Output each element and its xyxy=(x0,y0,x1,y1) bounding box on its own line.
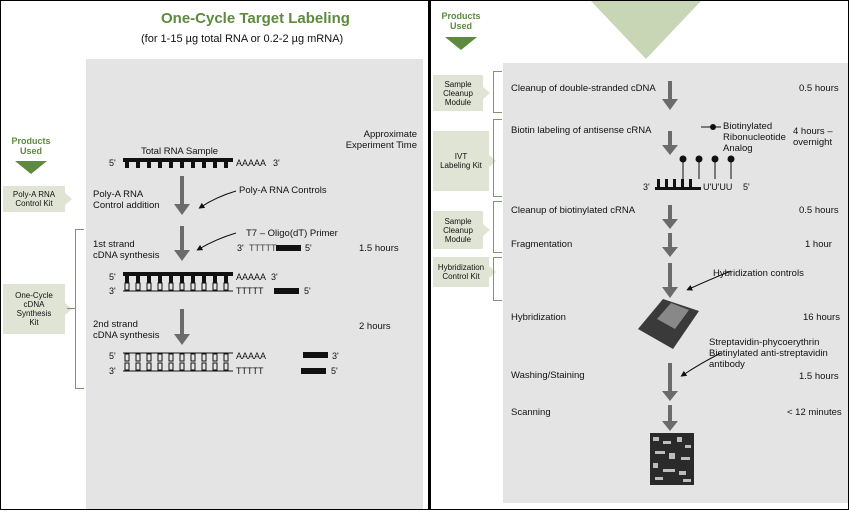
dup1-three-bottom: 3' xyxy=(109,286,116,296)
step-polya-addition: Poly-A RNA Control addition xyxy=(93,189,160,211)
tag-sample-cleanup-1: Sample Cleanup Module xyxy=(433,75,490,111)
tag-sample-cleanup-2: Sample Cleanup Module xyxy=(433,211,490,249)
annotation-primer: T7 – Oligo(dT) Primer xyxy=(246,228,338,239)
step-washing-staining: Washing/Staining xyxy=(511,370,585,381)
annotation-hyb-controls: Hybridization controls xyxy=(713,268,804,279)
step-first-strand: 1st strand cDNA synthesis xyxy=(93,239,160,261)
bracket-cleanup-1 xyxy=(493,71,502,113)
right-products-triangle-icon xyxy=(445,37,477,50)
annotation-biotin-analog: Biotinylated Ribonucleotide Analog xyxy=(723,121,786,154)
right-products-used: Products Used xyxy=(441,11,481,31)
bracket-hyb xyxy=(493,257,502,301)
time-biotin-labeling: 4 hours – overnight xyxy=(793,126,833,148)
time-cleanup-ds-cdna: 0.5 hours xyxy=(799,83,839,94)
primer-polyt: TTTTT xyxy=(249,243,277,253)
rna-five-prime: 5' xyxy=(109,158,116,168)
dup1-polya: AAAAA xyxy=(236,272,267,282)
time-first-strand: 1.5 hours xyxy=(359,243,399,254)
tag-one-cycle-cdna-kit: One-Cycle cDNA Synthesis Kit xyxy=(3,284,72,334)
left-panel: One-Cycle Target Labeling (for 1-15 µg t… xyxy=(0,0,429,510)
primer-five: 5' xyxy=(305,243,312,253)
bracket-one-cycle xyxy=(75,229,84,389)
crna-three: 3' xyxy=(643,182,650,192)
tag-ivt-labeling-kit: IVT Labeling Kit xyxy=(433,131,496,191)
right-flow-arrows xyxy=(662,81,678,431)
time-second-strand: 2 hours xyxy=(359,321,391,332)
step-cleanup-ds-cdna: Cleanup of double-stranded cDNA xyxy=(511,83,656,94)
dup1-five: 5' xyxy=(109,272,116,282)
right-panel: Products Used Sample Cleanup Module IVT … xyxy=(429,0,849,510)
dup2-polya: AAAAA xyxy=(236,351,267,361)
primer-three: 3' xyxy=(237,243,244,253)
time-header: Approximate Experiment Time xyxy=(345,129,417,151)
step-fragmentation: Fragmentation xyxy=(511,239,573,250)
rna-three-prime: 3' xyxy=(273,158,280,168)
left-products-used: Products Used xyxy=(11,136,51,156)
scan-image-icon xyxy=(650,433,694,485)
first-strand-duplex xyxy=(123,272,299,294)
dup2-five-bottom: 5' xyxy=(331,366,338,376)
dup1-polyt: TTTTT xyxy=(236,286,264,296)
dup2-five: 5' xyxy=(109,351,116,361)
step-cleanup-crna: Cleanup of biotinylated cRNA xyxy=(511,205,636,216)
bracket-cleanup-2 xyxy=(493,201,502,253)
bracket-ivt xyxy=(493,119,502,197)
dup2-polyt: TTTTT xyxy=(236,366,264,376)
left-subtitle: (for 1-15 µg total RNA or 0.2-2 µg mRNA) xyxy=(141,33,344,45)
biotin-crna-strand xyxy=(655,124,735,190)
annotation-polya-controls: Poly-A RNA Controls xyxy=(239,185,327,196)
tag-hybridization-control-kit: Hybridization Control Kit xyxy=(433,257,496,287)
right-gray-area xyxy=(503,63,848,503)
dup1-three-top: 3' xyxy=(271,272,278,282)
time-scanning: < 12 minutes xyxy=(787,407,842,418)
second-strand-duplex xyxy=(123,352,328,374)
big-flow-arrow-icon xyxy=(591,1,701,59)
crna-five: 5' xyxy=(743,182,750,192)
step-scanning: Scanning xyxy=(511,407,551,418)
dup2-three-top: 3' xyxy=(332,351,339,361)
left-products-triangle-icon xyxy=(15,161,47,174)
dup2-three-bottom: 3' xyxy=(109,366,116,376)
left-title: One-Cycle Target Labeling xyxy=(161,10,350,27)
left-flow-arrows xyxy=(174,176,190,345)
left-diagram-svg xyxy=(123,158,328,374)
rna-polya: AAAAA xyxy=(236,158,267,168)
step-biotin-labeling: Biotin labeling of antisense cRNA xyxy=(511,125,652,136)
total-rna-strand xyxy=(123,158,233,168)
annotation-streptavidin: Streptavidin-phycoerythrin Biotinylated … xyxy=(709,337,828,370)
dup1-five-bottom: 5' xyxy=(304,286,311,296)
right-diagram-svg xyxy=(638,81,735,485)
time-fragmentation: 1 hour xyxy=(805,239,832,250)
step-second-strand: 2nd strand cDNA synthesis xyxy=(93,319,160,341)
genechip-cartridge-icon xyxy=(638,299,699,349)
step-hybridization: Hybridization xyxy=(511,312,566,323)
left-gray-area xyxy=(86,59,423,509)
crna-tail: U'U'UU xyxy=(703,182,733,192)
total-rna-label: Total RNA Sample xyxy=(141,146,219,157)
tag-polya-control-kit: Poly-A RNA Control Kit xyxy=(3,186,72,212)
time-washing-staining: 1.5 hours xyxy=(799,371,839,382)
bracket-one-cycle-tick xyxy=(67,308,75,309)
time-cleanup-crna: 0.5 hours xyxy=(799,205,839,216)
time-hybridization: 16 hours xyxy=(803,312,840,323)
